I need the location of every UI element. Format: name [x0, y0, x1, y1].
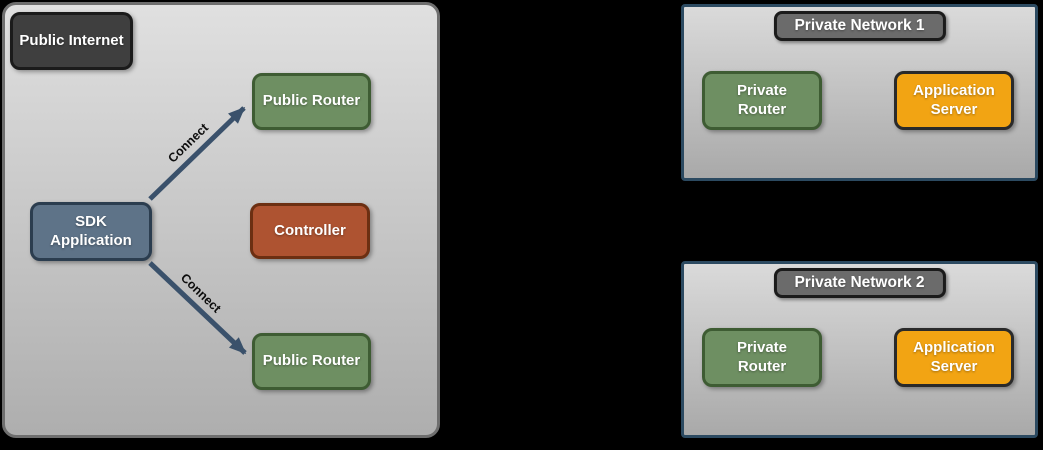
private-network-2-zone: Private Network 2 Private Router Applica… [681, 261, 1038, 438]
node-private-router-2: Private Router [702, 328, 822, 387]
connect-arrow-bottom [148, 261, 247, 355]
node-private-router-1: Private Router [702, 71, 822, 130]
node-public-router-bottom: Public Router [252, 333, 371, 390]
node-sdk-application: SDK Application [30, 202, 152, 261]
node-controller: Controller [250, 203, 370, 259]
node-application-server-2: Application Server [894, 328, 1014, 387]
node-application-server-1: Application Server [894, 71, 1014, 130]
public-internet-zone: Public Internet Public Router Controller… [2, 2, 440, 438]
private-network-1-title: Private Network 1 [773, 11, 946, 41]
node-public-internet: Public Internet [10, 12, 133, 70]
connect-label-bottom: Connect [178, 271, 224, 316]
connect-label-top: Connect [165, 120, 211, 165]
private-network-2-title: Private Network 2 [773, 268, 946, 298]
connect-arrow-top [148, 106, 246, 201]
private-network-1-zone: Private Network 1 Private Router Applica… [681, 4, 1038, 181]
node-public-router-top: Public Router [252, 73, 371, 130]
